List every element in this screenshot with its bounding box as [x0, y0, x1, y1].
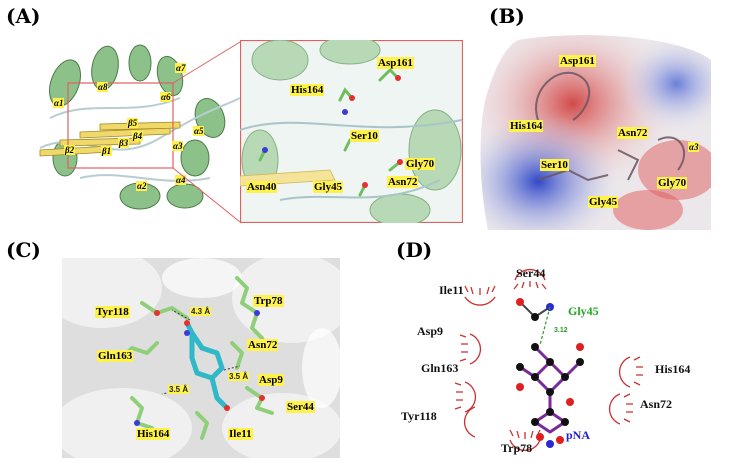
pocket-label-tyr118: Tyr118 [95, 306, 130, 318]
ligplot-label-ile11: Ile11 [439, 283, 464, 297]
surface-label-gly45: Gly45 [588, 196, 619, 208]
label-beta3: β3 [118, 138, 130, 148]
panel-b-label: (B) [489, 4, 525, 28]
inset-label-gly45: Gly45 [313, 181, 344, 193]
ligplot-label-trp78: Trp78 [501, 441, 533, 455]
label-alpha6: α6 [160, 92, 172, 102]
panel-d-label: (D) [396, 238, 433, 262]
pocket-label-asp9: Asp9 [258, 374, 284, 386]
pocket-label-ile11: Ile11 [228, 428, 253, 440]
pocket-label-ser44: Ser44 [286, 401, 315, 413]
ligplot-label-asp9: Asp9 [417, 324, 444, 338]
panel-b-electrostatic-surface [480, 35, 711, 230]
inset-label-asn40: Asn40 [246, 181, 278, 193]
surface-label-his164: His164 [509, 120, 544, 132]
inset-label-asn72: Asn72 [387, 176, 419, 188]
inset-label-asp161: Asp161 [377, 57, 414, 69]
panel-a-overview-structure [39, 44, 241, 210]
ligplot-label-gly45: Gly45 [568, 304, 599, 318]
pocket-label-asn72: Asn72 [247, 339, 279, 351]
surface-label-ser10: Ser10 [540, 159, 569, 171]
label-alpha3: α3 [172, 141, 184, 151]
label-alpha5: α5 [193, 126, 205, 136]
label-alpha4: α4 [175, 175, 187, 185]
label-alpha2: α2 [136, 181, 148, 191]
ligplot-label-tyr118: Tyr118 [401, 409, 437, 423]
label-beta2: β2 [64, 145, 76, 155]
inset-label-ser10: Ser10 [350, 130, 379, 142]
label-beta1: β1 [101, 146, 113, 156]
inset-label-his164: His164 [290, 84, 325, 96]
surface-label-asn72: Asn72 [617, 127, 649, 139]
inset-label-gly70: Gly70 [405, 158, 436, 170]
label-alpha1: α1 [53, 98, 65, 108]
panel-d-ligplot-diagram [454, 268, 643, 452]
panel-c-label: (C) [6, 238, 41, 262]
label-alpha7: α7 [175, 63, 187, 73]
distance-label-1: 4.3 Å [190, 307, 212, 316]
label-beta5: β5 [127, 118, 139, 128]
ligplot-hbond-distance: 3.12 [554, 327, 568, 334]
ligplot-label-gln163: Gln163 [421, 361, 459, 375]
ligplot-label-pna: pNA [566, 428, 591, 442]
label-alpha8: α8 [97, 82, 109, 92]
distance-label-2: 3.5 Å [228, 372, 250, 381]
label-beta4: β4 [132, 131, 144, 141]
pocket-label-trp78: Trp78 [253, 295, 284, 307]
panel-a-label: (A) [6, 4, 41, 28]
ligplot-label-asn72: Asn72 [640, 397, 673, 411]
pocket-label-gln163: Gln163 [97, 350, 134, 362]
ligplot-label-ser44: Ser44 [516, 266, 546, 280]
surface-label-gly70: Gly70 [657, 177, 688, 189]
ligplot-label-his164: His164 [655, 362, 691, 376]
distance-label-3: 3.5 Å [168, 385, 190, 394]
surface-label-alpha3: α3 [688, 142, 700, 152]
surface-label-asp161: Asp161 [559, 55, 596, 67]
pocket-label-his164: His164 [136, 428, 171, 440]
